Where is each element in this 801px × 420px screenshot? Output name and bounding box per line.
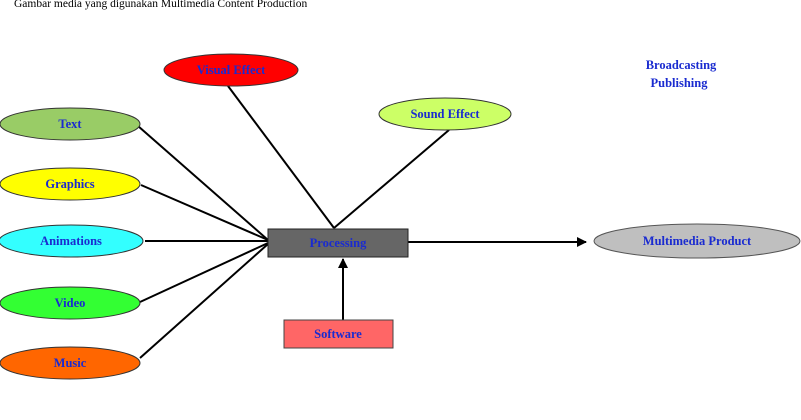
connector-visual-effect [227, 85, 335, 229]
node-video-shape [0, 286, 141, 320]
node-text-label: Text [58, 117, 82, 131]
outputs-text: Broadcasting Publishing [646, 58, 717, 90]
node-sound-effect-label: Sound Effect [410, 107, 480, 121]
connector-music [139, 243, 269, 359]
node-multimedia-product-shape [593, 223, 801, 259]
connector-graphics [140, 184, 269, 241]
diagram-caption: Gambar media yang digunakan Multimedia C… [14, 0, 308, 10]
connectors [137, 85, 587, 359]
node-sound-effect-shape [378, 97, 512, 131]
node-processing-shape [267, 228, 409, 258]
node-video-label: Video [55, 296, 86, 310]
node-visual-effect-shape [163, 53, 299, 87]
node-text: Text [0, 107, 141, 141]
node-sound-effect: Sound Effect [378, 97, 512, 131]
node-animations-shape [0, 224, 144, 258]
node-animations: Animations [0, 224, 144, 258]
node-graphics-shape [0, 167, 141, 201]
node-software: Software [283, 319, 394, 349]
node-visual-effect-label: Visual Effect [197, 63, 266, 77]
node-animations-label: Animations [40, 234, 102, 248]
node-multimedia-product-label: Multimedia Product [643, 234, 752, 248]
output-publishing: Publishing [651, 76, 709, 90]
node-graphics: Graphics [0, 167, 141, 201]
node-video: Video [0, 286, 141, 320]
node-processing: Processing [267, 228, 409, 258]
node-software-shape [283, 319, 394, 349]
connector-video [139, 242, 269, 303]
node-music: Music [0, 346, 141, 380]
node-software-label: Software [314, 327, 362, 341]
node-music-label: Music [54, 356, 87, 370]
node-processing-label: Processing [310, 236, 367, 250]
node-visual-effect: Visual Effect [163, 53, 299, 87]
connector-sound-effect [333, 129, 450, 229]
node-music-shape [0, 346, 141, 380]
connector-text [137, 125, 269, 241]
node-multimedia-product: Multimedia Product [593, 223, 801, 259]
node-text-shape [0, 107, 141, 141]
output-broadcasting: Broadcasting [646, 58, 717, 72]
node-graphics-label: Graphics [45, 177, 94, 191]
